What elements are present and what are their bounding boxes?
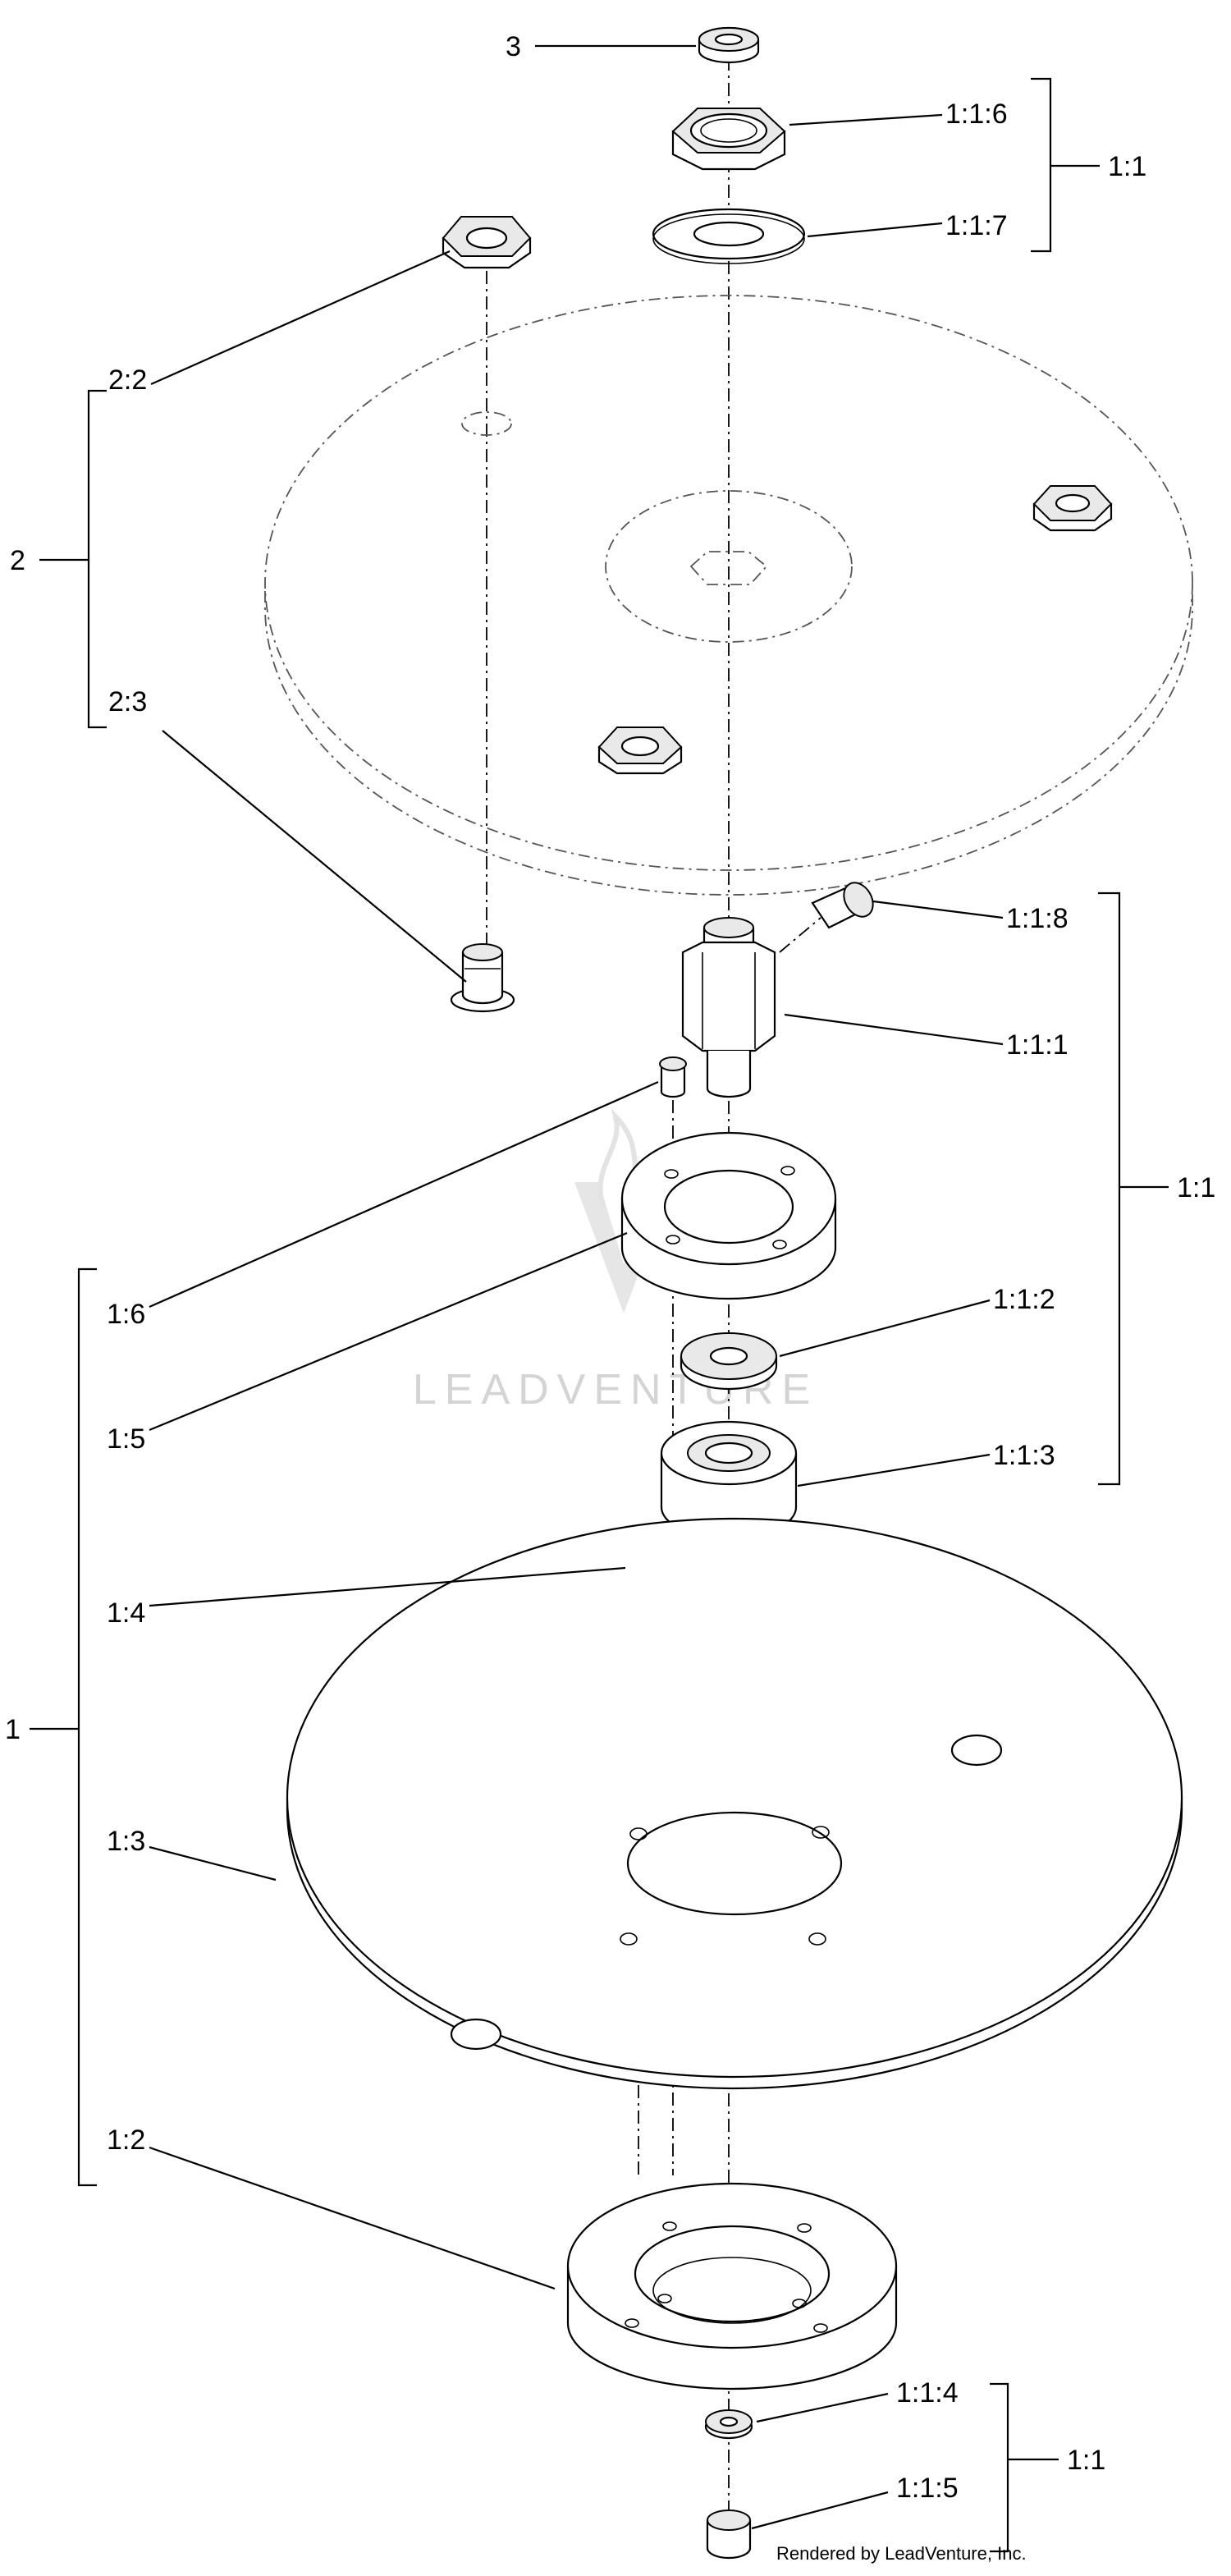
part-2-3-flange-nut <box>450 943 515 1013</box>
label-1-1-mid: 1:1 <box>1177 1172 1215 1203</box>
part-2-2-nut <box>442 216 532 269</box>
part-1-2-lower-housing <box>566 2182 898 2390</box>
part-1-1-7-washer <box>652 208 806 264</box>
disc-nut-right <box>1032 485 1113 532</box>
part-3-grommet <box>698 26 760 64</box>
label-1-3: 1:3 <box>107 1826 145 1857</box>
label-1-1-bot: 1:1 <box>1067 2445 1105 2476</box>
label-1-1-7: 1:1:7 <box>945 210 1008 241</box>
part-1-3-plate <box>286 1517 1183 2090</box>
part-1-1-8-fitting <box>779 882 874 953</box>
label-1-1-8: 1:1:8 <box>1006 903 1069 934</box>
label-2-2: 2:2 <box>108 364 147 396</box>
bracket-1-1-mid <box>1098 892 1169 1486</box>
part-1-1-5-bolt <box>706 2510 752 2560</box>
label-1-5: 1:5 <box>107 1423 145 1455</box>
disc-nut-bottom <box>597 727 683 775</box>
part-1-1-3-bearing <box>660 1420 798 1540</box>
label-1-4: 1:4 <box>107 1597 145 1629</box>
part-1-1-2-seal <box>680 1332 778 1391</box>
label-1-1-1: 1:1:1 <box>1006 1029 1069 1061</box>
part-1-6-screw <box>659 1057 687 1098</box>
label-1-1-4: 1:1:4 <box>896 2377 959 2409</box>
label-1-1-2: 1:1:2 <box>993 1284 1055 1315</box>
label-3: 3 <box>506 31 521 62</box>
bracket-1-1-bot <box>990 2382 1059 2553</box>
bracket-2 <box>39 389 107 729</box>
label-1-1-6: 1:1:6 <box>945 99 1008 130</box>
label-2-3: 2:3 <box>108 686 147 717</box>
label-1-2: 1:2 <box>107 2125 145 2156</box>
bracket-1 <box>30 1267 97 2187</box>
leader-lines <box>149 44 1004 2530</box>
part-1-1-4-washer <box>704 2409 753 2440</box>
label-1-1-5: 1:1:5 <box>896 2473 959 2504</box>
part-1-5-housing <box>620 1131 837 1300</box>
part-2-blade-disc <box>264 295 1193 896</box>
label-1-1-3: 1:1:3 <box>993 1440 1055 1471</box>
part-1-1-1-spindle <box>681 917 776 1098</box>
bracket-1-1-top <box>1031 77 1100 253</box>
label-2: 2 <box>10 545 25 576</box>
credit-text: Rendered by LeadVenture, Inc. <box>776 2543 1027 2564</box>
label-1-6: 1:6 <box>107 1299 145 1330</box>
label-1: 1 <box>5 1714 21 1745</box>
label-1-1-top: 1:1 <box>1108 151 1146 182</box>
part-1-1-6-nut <box>671 108 786 171</box>
